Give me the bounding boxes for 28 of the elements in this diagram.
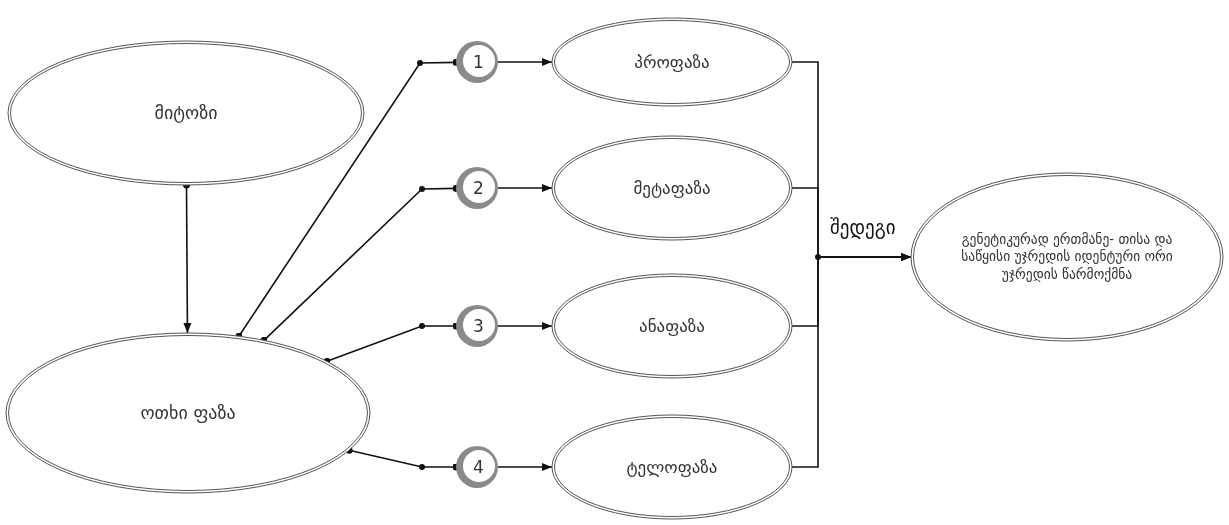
edge-label: შედეგი	[828, 216, 898, 238]
step-number: 4	[473, 455, 484, 479]
node-text: ოთხი ფაზა	[140, 401, 236, 425]
merge-arrow	[791, 253, 912, 468]
node-text: გენეტიკურად ერთმანე- თისა და საწყისი უჯრედის იდენტური ორი უჯრედის წარმოქმნა	[960, 230, 1174, 284]
phase-ellipse	[549, 133, 795, 243]
step-number: 1	[473, 50, 484, 74]
step-number: 2	[473, 176, 484, 200]
phase-ellipse	[549, 412, 795, 522]
node-text: ტელოფაზა	[626, 455, 718, 479]
step-number-circle	[453, 38, 501, 86]
step-number-circle	[453, 164, 501, 212]
arrow	[497, 184, 553, 192]
step-number: 3	[473, 314, 484, 338]
phase-ellipse	[5, 38, 367, 188]
step-number-circle	[453, 302, 501, 350]
phase-ellipse	[549, 15, 795, 109]
phase-ellipse	[908, 170, 1226, 344]
node-text: ანაფაზა	[639, 314, 705, 338]
arrow	[497, 463, 553, 471]
arrow	[497, 322, 553, 330]
phase-ellipse	[549, 271, 795, 381]
node-text: მიტოზი	[154, 101, 218, 125]
phase-ellipse	[3, 330, 373, 496]
step-number-circle	[453, 443, 501, 491]
node-text: მეტაფაზა	[633, 176, 711, 200]
arrow	[497, 58, 553, 66]
node-text: პროფაზა	[634, 50, 710, 74]
